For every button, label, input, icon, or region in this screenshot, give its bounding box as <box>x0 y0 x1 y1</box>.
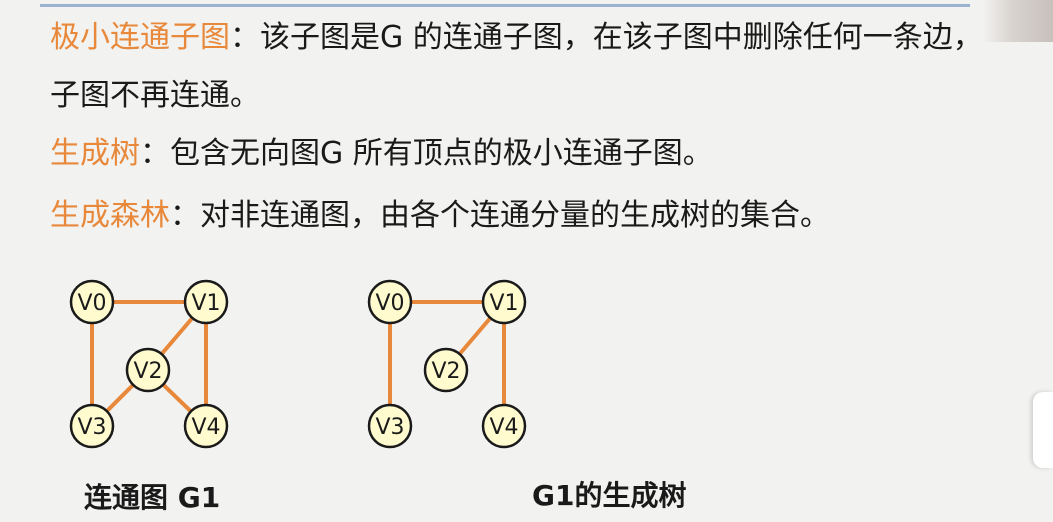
node-label-v0: V0 <box>375 291 404 316</box>
node-label-v2: V2 <box>431 359 460 384</box>
graph-caption-g1: 连通图 G1 <box>84 481 221 514</box>
definition-minimal-connected-subgraph: 极小连通子图：该子图是G 的连通子图，在该子图中删除任何一条边， <box>50 20 983 56</box>
definition-spanning-forest: 生成森林：对非连通图，由各个连通分量的生成树的集合。 <box>50 198 830 234</box>
definition-text: 对非连通图，由各个连通分量的生成树的集合。 <box>200 198 830 233</box>
node-label-v1: V1 <box>489 291 518 316</box>
node-label-v1: V1 <box>191 291 220 316</box>
node-v0 <box>69 279 115 325</box>
node-label-v3: V3 <box>77 415 106 440</box>
graph-caption-spanning-tree: G1的生成树 <box>532 479 687 512</box>
node-v1 <box>481 279 527 325</box>
node-v0 <box>367 279 413 325</box>
side-drawer-tab[interactable] <box>1033 392 1053 468</box>
term-label: 生成森林 <box>50 198 170 233</box>
term-label: 极小连通子图 <box>50 20 230 55</box>
term-separator: ： <box>140 136 170 171</box>
node-label-v0: V0 <box>77 291 106 316</box>
node-v2 <box>125 347 171 393</box>
presenter-video-corner <box>983 0 1053 42</box>
node-v1 <box>183 279 229 325</box>
top-rule <box>40 4 970 7</box>
term-separator: ： <box>230 20 260 55</box>
node-label-v4: V4 <box>191 415 220 440</box>
definition-text: 包含无向图G 所有顶点的极小连通子图。 <box>170 136 713 171</box>
node-label-v2: V2 <box>133 359 162 384</box>
definition-spanning-tree: 生成树：包含无向图G 所有顶点的极小连通子图。 <box>50 136 713 172</box>
term-separator: ： <box>170 198 200 233</box>
term-label: 生成树 <box>50 136 140 171</box>
definition-text: 该子图是G 的连通子图，在该子图中删除任何一条边， <box>260 20 983 55</box>
node-v2 <box>423 347 469 393</box>
node-v4 <box>183 403 229 449</box>
node-label-v4: V4 <box>489 415 518 440</box>
definition-text: 子图不再连通。 <box>50 78 260 113</box>
node-label-v3: V3 <box>375 415 404 440</box>
node-v4 <box>481 403 527 449</box>
node-v3 <box>69 403 115 449</box>
definition-continuation: 子图不再连通。 <box>50 78 260 114</box>
node-v3 <box>367 403 413 449</box>
